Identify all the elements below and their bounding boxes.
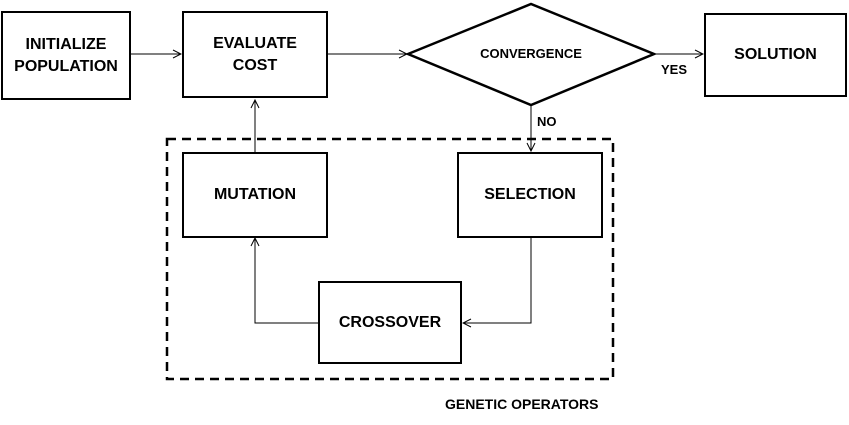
genetic-operators-label: GENETIC OPERATORS (445, 396, 599, 412)
mutation-node: MUTATION (182, 152, 328, 238)
edge-selection-to-crossover (463, 238, 532, 323)
edge-crossover-to-mutation (255, 238, 318, 324)
initialize-population-node: INITIALIZE POPULATION (1, 11, 131, 100)
yes-label: YES (661, 62, 688, 77)
genetic-operators-group-box (165, 137, 615, 381)
crossover-node: CROSSOVER (318, 281, 462, 364)
evaluate-cost-node: EVALUATE COST (182, 11, 328, 98)
selection-node: SELECTION (457, 152, 603, 238)
no-label: NO (537, 114, 557, 129)
solution-node: SOLUTION (704, 13, 847, 97)
convergence-label: CONVERGENCE (480, 46, 582, 61)
